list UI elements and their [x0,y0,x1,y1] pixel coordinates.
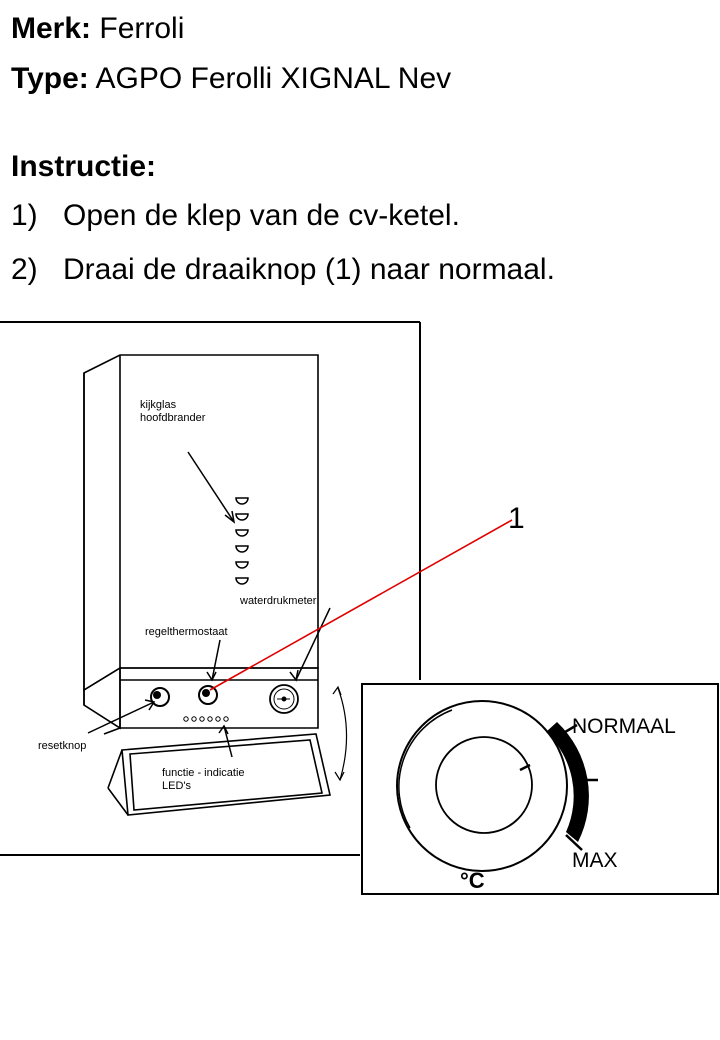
instructions-heading: Instructie: [11,150,157,183]
instruction-step-2: 2) Draai de draaiknop (1) naar normaal. [11,255,555,285]
label-pressure-gauge: waterdrukmeter [239,595,317,607]
thermostat-knob [198,685,218,705]
brand-line: Merk: Ferroli [11,14,184,44]
callout-number: 1 [508,502,525,535]
label-reset: resetknop [38,740,86,752]
led-row [183,716,229,722]
temperature-dial [396,700,568,872]
type-label: Type: [11,62,89,95]
dial-inset-frame [361,683,719,895]
dial-range-band [546,722,589,842]
type-value: AGPO Ferolli XIGNAL Nev [95,62,452,95]
callout-line [209,519,513,691]
label-sight-glass: kijkglas [140,399,177,411]
label-leds-line1: functie - indicatie [162,767,245,779]
step-number: 1) [11,199,38,232]
dial-label-normal: NORMAAL [572,715,676,738]
dial-tick-marks [559,723,598,851]
type-line: Type: AGPO Ferolli XIGNAL Nev [11,64,451,94]
brand-label: Merk: [11,12,92,45]
step-text: Draai de draaiknop (1) naar normaal. [63,253,555,286]
dial-unit-label: °C [460,868,485,893]
instruction-step-1: 1) Open de klep van de cv-ketel. [11,201,460,231]
label-leds-line2: LED's [162,780,191,792]
dial-label-max: MAX [572,849,618,872]
diagram-frame [0,321,421,856]
brand-value: Ferroli [99,12,185,45]
boiler-casing [83,354,319,735]
step-number: 2) [11,253,38,286]
reset-button [150,687,170,707]
front-flap [107,733,331,816]
step-text: Open de klep van de cv-ketel. [63,199,460,232]
sight-glass-windows [235,497,249,585]
pressure-gauge [269,684,299,714]
leader-lines [87,451,331,758]
label-main-burner: hoofdbrander [140,412,206,424]
label-thermostat: regelthermostaat [145,626,228,638]
flap-swing-arc [332,685,348,782]
